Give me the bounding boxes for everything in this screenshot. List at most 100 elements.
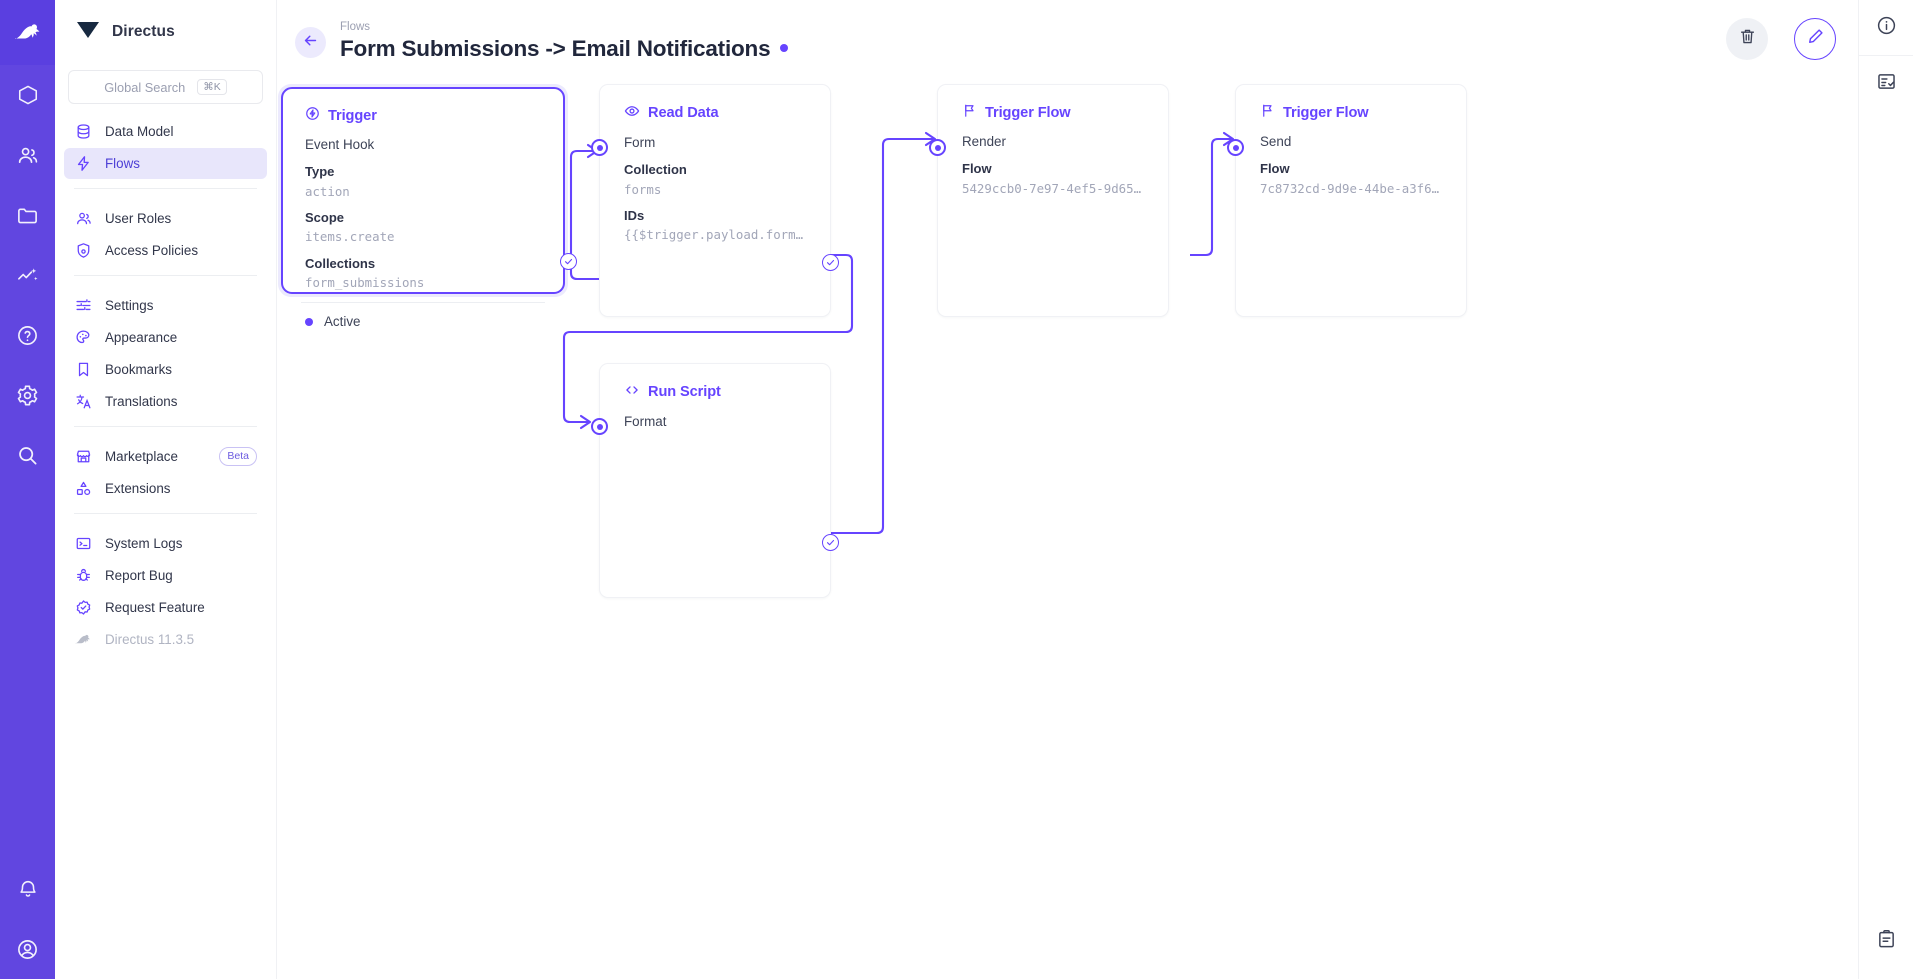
trigger-flow-render-input-handle[interactable] [929, 139, 946, 156]
check-badge-icon [74, 599, 92, 617]
global-search-input[interactable]: Global Search ⌘K [68, 70, 263, 104]
node-header-run-script: Run Script [624, 382, 808, 402]
sidebar-item-bookmarks[interactable]: Bookmarks [64, 354, 267, 385]
field-key: IDs [624, 207, 645, 223]
node-subtitle: Format [624, 414, 667, 429]
sidebar-item-extensions[interactable]: Extensions [64, 473, 267, 504]
sidebar-item-version: Directus 11.3.5 [64, 624, 267, 655]
flow-node-trigger-flow-send[interactable]: Trigger Flow Send Flow 7c8732cd-9d9e-44b… [1227, 84, 1467, 317]
shield-lock-icon [74, 242, 92, 260]
rail-users-button[interactable] [0, 125, 55, 185]
nav-group-support: System Logs Report Bug [55, 522, 276, 656]
sidebar-item-marketplace[interactable]: Marketplace Beta [64, 441, 267, 472]
field-key: Collections [305, 255, 376, 271]
sidebar-item-appearance[interactable]: Appearance [64, 322, 267, 353]
rail-settings-button[interactable] [0, 365, 55, 425]
read-data-resolve-handle[interactable] [822, 254, 839, 271]
flow-status-dot [780, 44, 789, 53]
sidebar-item-settings[interactable]: Settings [64, 290, 267, 321]
sidebar-item-label: Report Bug [105, 568, 173, 583]
node-header-trigger: Trigger [305, 106, 541, 125]
trash-icon [1738, 27, 1757, 51]
field-value: {{$trigger.payload.form}} [624, 227, 808, 243]
sidebar-item-label: Bookmarks [105, 362, 172, 377]
rail-help-button[interactable] [0, 305, 55, 365]
field-value: items.create [305, 229, 395, 245]
sidebar-item-system-logs[interactable]: System Logs [64, 528, 267, 559]
page-title: Form Submissions -> Email Notifications [340, 35, 771, 61]
main-content: Flows Form Submissions -> Email Notifica… [277, 0, 1858, 979]
sidebar-item-request-feature[interactable]: Request Feature [64, 592, 267, 623]
flow-node-trigger-flow-render[interactable]: Trigger Flow Render Flow 5429ccb0-7e97-4… [929, 84, 1169, 317]
read-data-input-handle[interactable] [591, 139, 608, 156]
delete-flow-button[interactable] [1726, 17, 1768, 60]
sidebar-item-translations[interactable]: Translations [64, 386, 267, 417]
rail-files-button[interactable] [0, 185, 55, 245]
sidebar-item-label: System Logs [105, 536, 183, 551]
directus-rabbit-logo[interactable] [0, 0, 55, 65]
nav-group-config: Settings Appearance [55, 284, 276, 418]
info-circle-icon [1876, 15, 1897, 41]
sidebar-item-user-roles[interactable]: User Roles [64, 203, 267, 234]
sidebar-item-label: Settings [105, 298, 154, 313]
trigger-circle-icon [305, 106, 320, 125]
settings-sidebar: Directus Global Search ⌘K Data Model [55, 0, 277, 979]
rail-notifications-button[interactable] [0, 859, 55, 919]
flag-icon [962, 103, 977, 122]
field-key: Type [305, 164, 335, 180]
node-header-trigger-flow-send: Trigger Flow [1260, 103, 1444, 122]
rail-insights-button[interactable] [0, 245, 55, 305]
notes-sidebar-button[interactable] [1859, 914, 1913, 969]
back-button[interactable] [295, 27, 326, 58]
sidebar-item-label: Extensions [105, 481, 171, 496]
right-sidebar-rail [1858, 0, 1913, 979]
run-script-input-handle[interactable] [591, 418, 608, 435]
flow-node-read-data[interactable]: Read Data Form Collection forms IDs {{$t… [591, 84, 839, 317]
sidebar-item-label: Appearance [105, 330, 178, 345]
node-subtitle: Event Hook [305, 137, 375, 152]
bookmark-icon [74, 361, 92, 379]
status-dot [305, 317, 313, 326]
node-subtitle: Form [624, 135, 656, 150]
field-value: 5429ccb0-7e97-4ef5-9d65-2b… [962, 180, 1146, 196]
bolt-icon [74, 155, 92, 173]
rail-account-button[interactable] [0, 919, 55, 979]
rail-search-button[interactable] [0, 425, 55, 485]
flow-canvas[interactable]: Trigger Event Hook Type action Scope ite… [277, 77, 1858, 979]
sidebar-item-report-bug[interactable]: Report Bug [64, 560, 267, 591]
flow-node-run-script[interactable]: Run Script Format [591, 363, 839, 598]
field-key: Scope [305, 209, 345, 225]
sidebar-divider [74, 188, 257, 189]
edit-flow-button[interactable] [1794, 17, 1836, 60]
brand: Directus [55, 6, 276, 58]
trigger-output-handle[interactable] [560, 253, 577, 270]
pencil-icon [1806, 27, 1825, 51]
sidebar-item-data-model[interactable]: Data Model [64, 116, 267, 147]
rail-divider [1858, 55, 1913, 56]
global-search-placeholder: Global Search [104, 79, 186, 95]
breadcrumb[interactable]: Flows [340, 20, 371, 33]
node-subtitle: Render [962, 134, 1006, 149]
module-rail [0, 0, 55, 979]
arrow-left-icon [302, 32, 319, 54]
nav-group-access: User Roles Access Policies [55, 197, 276, 267]
sidebar-item-label: User Roles [105, 211, 172, 226]
field-value: 7c8732cd-9d9e-44be-a3f6-89… [1260, 180, 1444, 196]
logs-sidebar-button[interactable] [1859, 56, 1913, 111]
trigger-flow-send-input-handle[interactable] [1227, 139, 1244, 156]
field-value: form_submissions [305, 275, 425, 291]
run-script-resolve-handle[interactable] [822, 534, 839, 551]
flow-node-trigger[interactable]: Trigger Event Hook Type action Scope ite… [278, 84, 577, 329]
eye-icon [624, 103, 640, 123]
rail-content-button[interactable] [0, 65, 55, 125]
field-key: Flow [1260, 161, 1290, 177]
node-title: Trigger Flow [1283, 104, 1369, 121]
code-brackets-icon [624, 382, 640, 402]
brand-name: Directus [112, 23, 175, 40]
field-key: Flow [962, 161, 992, 177]
sidebar-item-flows[interactable]: Flows [64, 148, 267, 179]
info-sidebar-button[interactable] [1859, 0, 1913, 55]
sidebar-item-access-policies[interactable]: Access Policies [64, 235, 267, 266]
node-subtitle: Send [1260, 134, 1292, 149]
global-search-shortcut: ⌘K [197, 78, 227, 96]
